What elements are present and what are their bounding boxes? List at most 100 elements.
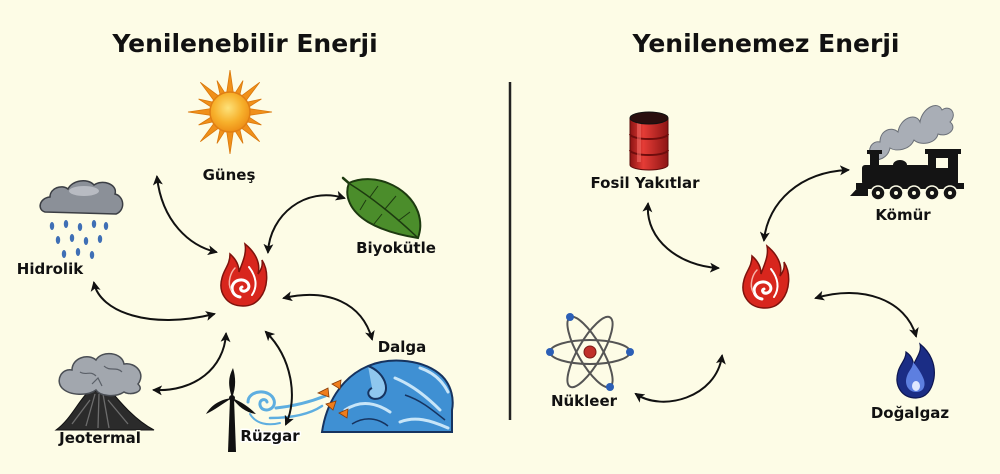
barrel-lid [629,111,669,125]
turbine-blade [232,398,256,414]
electron [606,383,614,391]
arrow-natural-gas [814,290,919,338]
wheel-hub [876,191,880,195]
arrow-fossil [642,202,720,273]
label-geothermal: Jeotermal [58,429,141,447]
volcano-smoke-cloud [58,352,142,397]
sun-ray [187,108,213,116]
gas-flame-core [912,381,920,391]
label-natural-gas: Doğalgaz [871,404,950,422]
atom-icon [546,313,634,391]
label-solar: Güneş [203,166,256,184]
raindrop [75,248,81,256]
sun-ray [247,108,273,116]
sun-ray [226,129,234,155]
turbine-blade [206,398,232,414]
nonrenewable-arrows [634,165,919,403]
loco-cab [928,152,958,185]
loco-chimney [870,152,879,166]
wind-turbine-icon [206,368,256,452]
electron [566,313,574,321]
volcano-icon [54,352,155,431]
volcano-streaks [71,393,129,429]
label-wave: Dalga [378,338,427,356]
loco-cowcatcher [850,183,868,196]
cloud-highlight [69,186,99,196]
steam-smoke [869,105,954,161]
volcano-mountain [54,389,155,431]
blue-gas-flame-icon [896,342,935,399]
arrow-biomass [263,190,346,254]
wind-line [274,394,327,410]
smoke-detail [79,365,123,387]
wind-swirl-icon [246,390,327,426]
turbine-blade [229,368,236,398]
raindrop [83,237,89,245]
arrow-geothermal [152,332,231,396]
wave-crest [367,365,387,400]
wind-curl [246,390,276,412]
atom-nucleus [583,345,597,359]
arrow-solar [152,175,218,256]
label-nuclear: Nükleer [551,392,618,410]
fire-icon [219,242,269,308]
label-coal: Kömür [875,206,931,224]
rain-cloud-icon [39,180,124,259]
electron [546,348,554,356]
oil-barrel-icon [629,111,669,171]
fire-icon [741,244,791,310]
label-hydro: Hidrolik [17,260,84,278]
splash-fleck [316,387,330,398]
ocean-wave-icon [316,359,454,433]
atom-orbit [566,315,614,389]
renewable-arrows [90,175,375,426]
sun-core [209,91,251,133]
wheel-hub [948,191,952,195]
wheel-hub [894,191,898,195]
wave-body [320,359,454,433]
wave-lines [351,394,446,427]
loco-dome [893,160,907,170]
loco-cab-roof [925,149,961,154]
loco-frame [856,183,964,189]
raindrop [89,251,95,259]
leaf-midrib [349,183,418,238]
splash-fleck [331,379,342,390]
sun-rays [187,69,273,155]
wave-foam [343,366,450,430]
atom-electrons [546,313,634,391]
steam-locomotive-icon [850,105,964,201]
gas-flame-inner [906,362,925,392]
barrel-highlight [637,122,641,162]
raindrop [103,222,109,230]
raindrop [91,220,97,228]
wheel-hub [912,191,916,195]
raindrop [69,234,75,242]
loco-wheel-hubs [876,191,952,195]
wheel-hub [930,191,934,195]
arrow-coal [759,165,850,242]
loco-boiler [862,165,930,185]
sun-ray [226,69,234,95]
sun-icon [187,69,273,155]
arrow-nuclear [634,354,726,403]
leaf-icon [341,176,422,240]
raindrop [63,220,69,228]
loco-cab-window [936,158,948,168]
raindrop [49,222,55,230]
cloud-body [39,180,124,215]
raindrop [77,223,83,231]
turbine-tower [228,398,236,452]
label-biomass: Biyokütle [356,239,436,257]
arrow-hydro [90,281,216,321]
raindrop [97,235,103,243]
arrow-wave [282,291,375,341]
raindrops [49,220,109,259]
arrow-wind [264,330,294,426]
barrel-ribs [629,133,669,156]
raindrop [55,236,61,244]
splash-fleck [338,408,349,419]
title-nonrenewable-energy: Yenilenemez Enerji [632,29,900,58]
title-renewable-energy: Yenilenebilir Enerji [111,29,377,58]
